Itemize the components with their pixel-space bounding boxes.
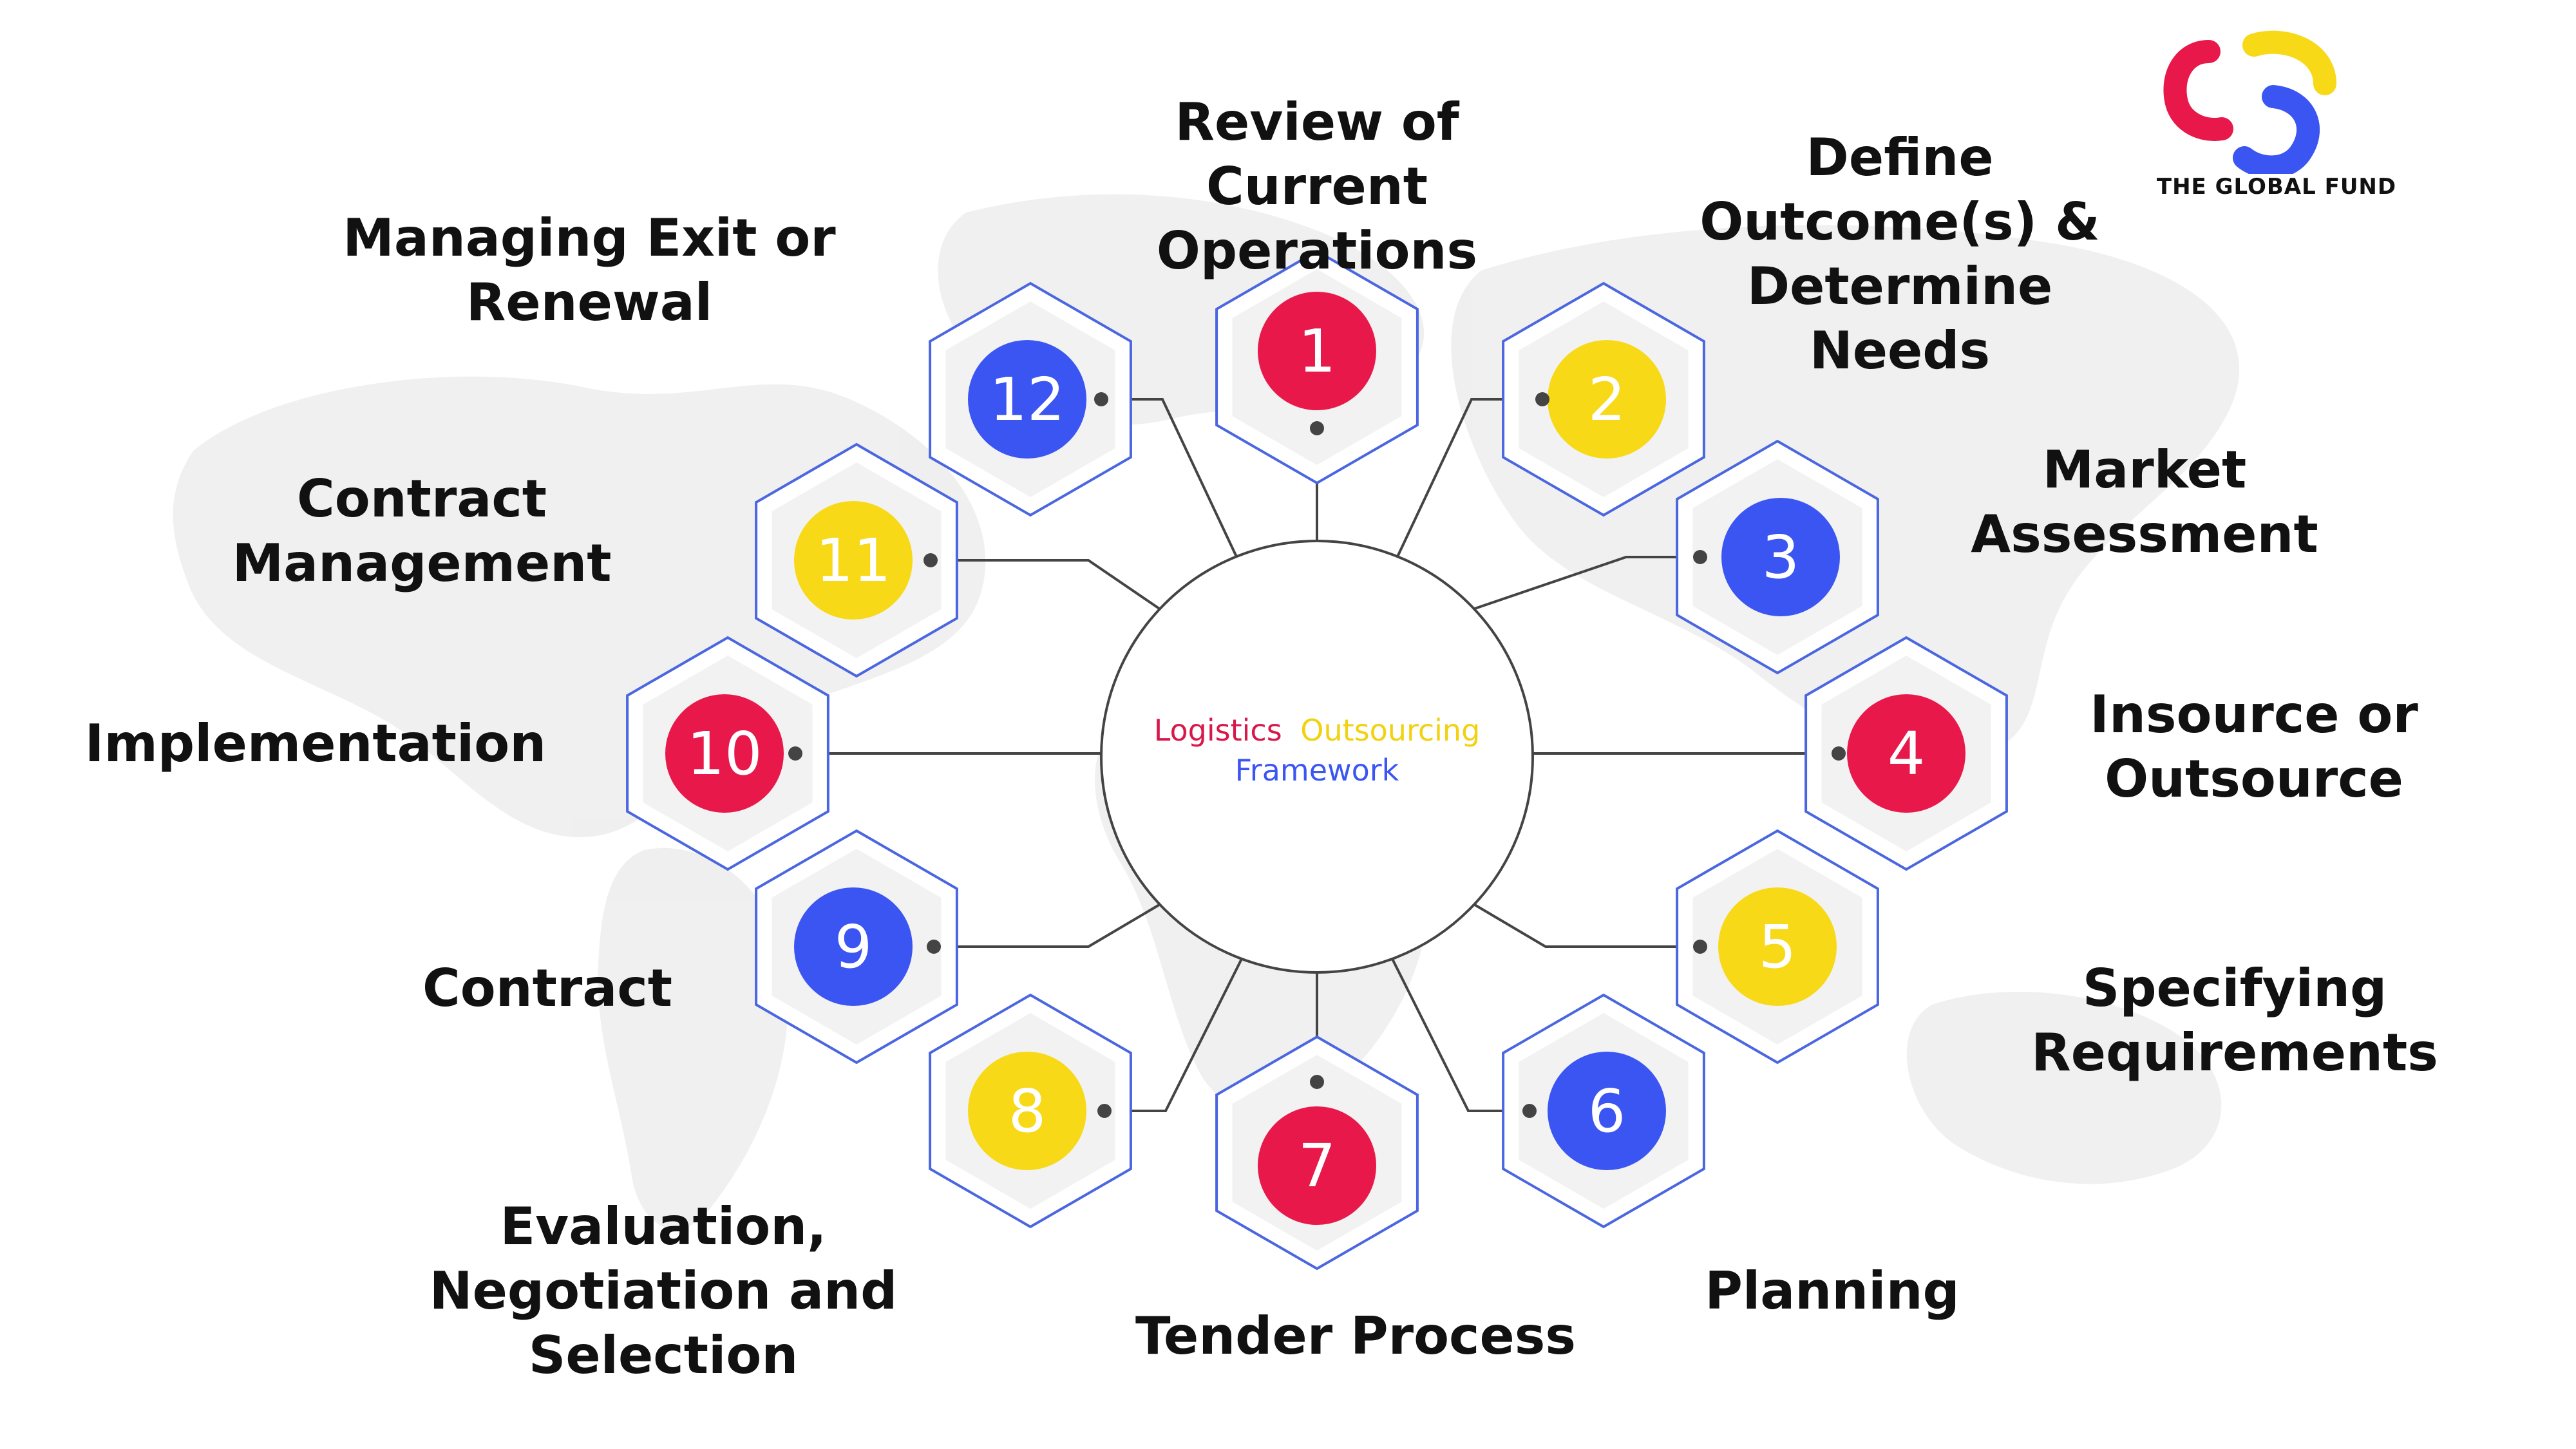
step-number-circle-7 (1258, 1106, 1376, 1225)
connector-line-9 (934, 904, 1160, 948)
step-label-3: Market Assessment (1971, 440, 2318, 564)
step-hexagon-12: 12 (929, 281, 1132, 517)
step-number-circle-1 (1258, 292, 1376, 410)
step-number-circle-8 (968, 1052, 1086, 1170)
step-number-1: 1 (1298, 317, 1336, 386)
step-number-10: 10 (687, 719, 762, 788)
connector-line-11 (931, 559, 1160, 610)
step-label-6: Planning (1705, 1261, 1960, 1321)
global-fund-swirl-icon (2163, 30, 2336, 179)
step-label-1: Review of Current Operations (1156, 92, 1478, 281)
step-number-2: 2 (1588, 365, 1626, 434)
connector-dot-5 (1693, 940, 1707, 954)
svg-text:Logistics Outsourcing: Logistics Outsourcing (1154, 713, 1481, 748)
step-hexagon-9: 9 (755, 829, 958, 1065)
step-number-circle-12 (968, 340, 1086, 459)
connector-dot-6 (1522, 1104, 1537, 1118)
step-number-circle-2 (1548, 340, 1666, 459)
connector-dot-10 (788, 746, 802, 761)
connector-dot-7 (1310, 1075, 1324, 1089)
step-hexagon-6: 6 (1502, 993, 1705, 1229)
step-label-4: Insource or Outsource (2090, 685, 2418, 809)
step-number-11: 11 (815, 526, 891, 595)
connector-dot-9 (927, 940, 941, 954)
step-hexagon-3: 3 (1676, 439, 1879, 675)
step-number-circle-10 (665, 694, 784, 813)
step-label-9: Contract (422, 958, 672, 1018)
step-number-8: 8 (1009, 1077, 1046, 1146)
center-circle: Logistics Outsourcing Framework (1100, 540, 1534, 974)
step-number-circle-5 (1718, 887, 1837, 1006)
step-number-7: 7 (1298, 1132, 1336, 1200)
center-label-framework: Framework (1235, 753, 1399, 788)
step-number-4: 4 (1888, 719, 1926, 788)
step-hexagon-8: 8 (929, 993, 1132, 1229)
global-fund-logo-text: THE GLOBAL FUND (2156, 174, 2397, 200)
step-label-5: Specifying Requirements (2031, 958, 2438, 1083)
step-label-2: Define Outcome(s) & Determine Needs (1700, 128, 2100, 381)
step-number-circle-11 (794, 501, 913, 620)
step-hexagon-5: 5 (1676, 829, 1879, 1065)
connector-dot-3 (1693, 550, 1707, 564)
step-hexagon-4: 4 (1804, 636, 2008, 871)
connector-line-5 (1473, 904, 1700, 948)
step-number-5: 5 (1759, 913, 1797, 981)
connector-dot-11 (923, 553, 938, 567)
step-number-circle-9 (794, 887, 913, 1006)
step-number-circle-3 (1721, 498, 1840, 616)
step-hexagon-1: 1 (1215, 249, 1419, 485)
center-label-logistics: Logistics (1154, 713, 1282, 748)
step-label-10: Implementation (84, 714, 547, 773)
step-hexagon-7: 7 (1215, 1035, 1419, 1271)
connector-line-3 (1474, 556, 1700, 610)
step-label-11: Contract Management (232, 469, 612, 593)
connector-dot-1 (1310, 421, 1324, 435)
step-hexagon-11: 11 (755, 442, 958, 678)
step-label-7: Tender Process (1135, 1306, 1576, 1366)
step-number-6: 6 (1588, 1077, 1626, 1146)
step-number-circle-4 (1847, 694, 1965, 813)
step-label-8: Evaluation, Negotiation and Selection (429, 1197, 898, 1385)
step-number-9: 9 (835, 913, 873, 981)
connector-dot-2 (1535, 392, 1549, 406)
center-label-outsourcing: Outsourcing (1300, 713, 1480, 748)
global-fund-logo: THE GLOBAL FUND (2132, 26, 2421, 213)
connector-dot-4 (1832, 746, 1846, 761)
step-number-circle-6 (1548, 1052, 1666, 1170)
step-label-12: Managing Exit or Renewal (343, 208, 836, 332)
connector-dot-8 (1097, 1104, 1112, 1118)
step-hexagon-2: 2 (1502, 281, 1705, 517)
step-number-3: 3 (1762, 523, 1800, 592)
step-number-12: 12 (989, 365, 1065, 434)
step-hexagon-10: 10 (626, 636, 829, 871)
connector-dot-12 (1094, 392, 1108, 406)
